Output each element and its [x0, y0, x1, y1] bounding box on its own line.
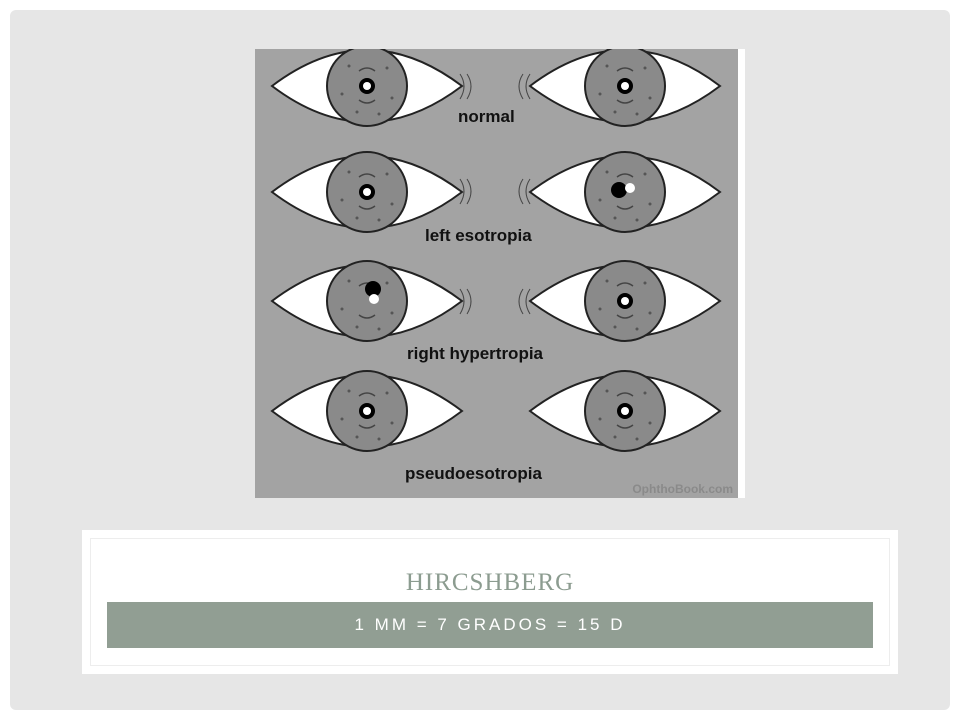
hirschberg-figure: normal left esotropia right hypertropia … [255, 49, 745, 498]
watermark: OphthoBook.com [632, 482, 733, 496]
caption-inner: HIRCSHBERG 1 MM = 7 GRADOS = 15 D [90, 538, 890, 666]
subtitle-bar: 1 MM = 7 GRADOS = 15 D [107, 602, 873, 648]
eyes-illustration: normal left esotropia right hypertropia … [271, 49, 733, 496]
slide-title: HIRCSHBERG [405, 569, 575, 596]
eye-row-normal [271, 49, 721, 127]
eye-row-left-esotropia [271, 151, 721, 233]
label-left-esotropia: left esotropia [425, 226, 532, 245]
slide: normal left esotropia right hypertropia … [10, 10, 950, 710]
eye-row-pseudoesotropia [271, 370, 721, 452]
slide-subtitle: 1 MM = 7 GRADOS = 15 D [354, 615, 626, 634]
label-normal: normal [458, 107, 515, 126]
eye-row-right-hypertropia [271, 260, 721, 342]
label-right-hypertropia: right hypertropia [407, 344, 544, 363]
label-pseudoesotropia: pseudoesotropia [405, 464, 543, 483]
caption-box: HIRCSHBERG 1 MM = 7 GRADOS = 15 D [82, 530, 898, 674]
